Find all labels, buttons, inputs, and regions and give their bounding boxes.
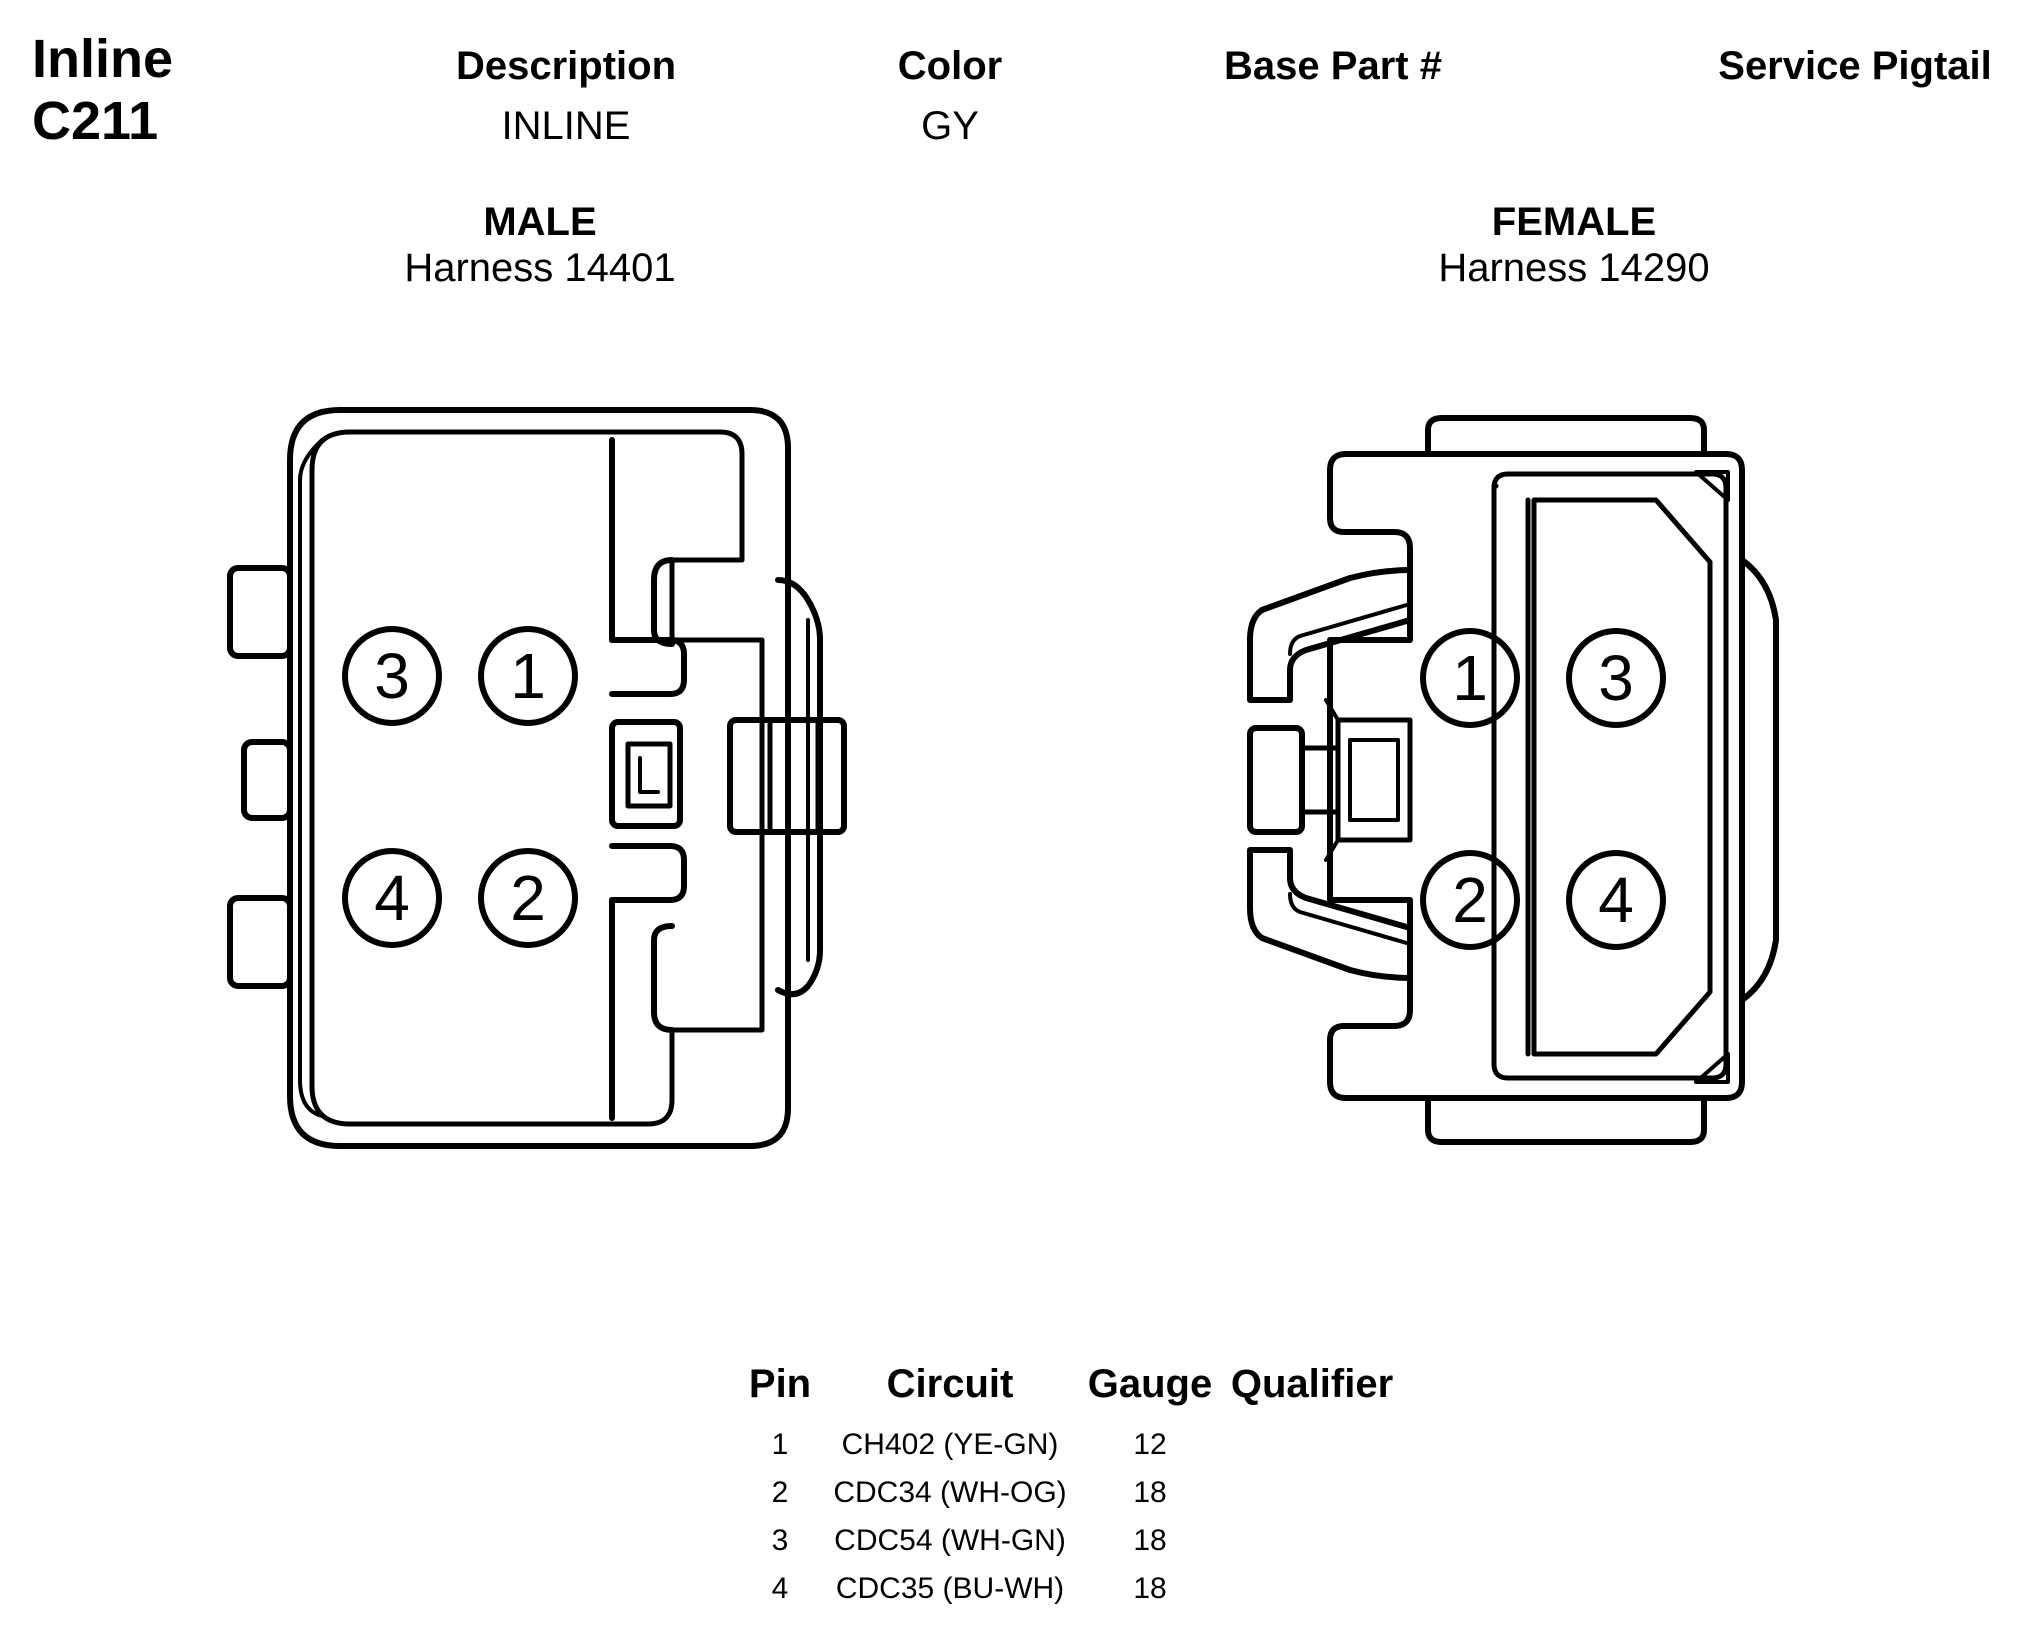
male-pin-label: 4	[374, 862, 410, 934]
female-top-cap	[1425, 415, 1707, 457]
male-harness: Harness 14401	[404, 246, 676, 290]
female-pin-label: 4	[1598, 864, 1634, 936]
female-lock-stub	[1247, 725, 1305, 835]
male-hook-upper	[651, 557, 675, 647]
male-label: MALE	[483, 200, 597, 244]
male-hook-lower	[651, 923, 675, 1033]
female-outer-body	[1327, 451, 1745, 1101]
male-pin-label: 2	[510, 862, 546, 934]
description-header: Description	[455, 44, 677, 88]
female-right-bulge	[1739, 557, 1779, 1003]
female-latch-arm-lower	[1247, 847, 1413, 981]
female-pin-label: 2	[1452, 864, 1488, 936]
color-header: Color	[897, 44, 1003, 88]
male-pin-label: 3	[374, 640, 410, 712]
female-harness: Harness 14290	[1438, 246, 1710, 290]
male-tab-top	[227, 565, 293, 659]
female-latch-arm-upper	[1247, 567, 1413, 703]
circuit-column-header: Circuit	[886, 1362, 1014, 1406]
description-value: INLINE	[501, 104, 631, 148]
female-label: FEMALE	[1491, 200, 1657, 244]
qualifier-column-header: Qualifier	[1230, 1362, 1394, 1406]
female-pin-chamber	[1531, 497, 1713, 1057]
male-right-rail	[775, 577, 823, 998]
pin-cell: 1	[771, 1428, 789, 1461]
female-bottom-cap	[1425, 1095, 1707, 1145]
male-tab-middle	[241, 739, 293, 821]
gauge-cell: 18	[1133, 1524, 1167, 1557]
circuit-cell: CDC34 (WH-OG)	[833, 1476, 1067, 1509]
male-tab-bottom	[227, 895, 293, 989]
female-inner-frame	[1491, 471, 1729, 1081]
pin-column-header: Pin	[748, 1362, 812, 1406]
female-pin-label: 3	[1598, 642, 1634, 714]
female-connector	[1247, 415, 1779, 1145]
male-outer-body	[287, 407, 791, 1149]
pin-cell: 4	[771, 1572, 789, 1605]
circuit-cell: CH402 (YE-GN)	[841, 1428, 1059, 1461]
female-pin-circle	[1420, 628, 1520, 728]
female-corner-top	[1694, 470, 1730, 502]
male-pin-cavities	[342, 626, 578, 948]
gauge-cell: 18	[1133, 1476, 1167, 1509]
base-part-header: Base Part #	[1224, 44, 1442, 88]
service-pigtail-header: Service Pigtail	[1718, 44, 1992, 88]
female-pin-label: 1	[1452, 642, 1488, 714]
female-pin-circle	[1566, 850, 1666, 950]
male-latch-notch-lower	[609, 843, 687, 903]
female-corner-bottom	[1694, 1052, 1730, 1084]
connector-id: C211	[32, 91, 159, 151]
male-pin-circle	[478, 626, 578, 726]
male-pin-circle	[342, 848, 442, 948]
female-pin-circle	[1420, 850, 1520, 950]
female-pin-cavities	[1420, 628, 1666, 950]
gauge-cell: 12	[1133, 1428, 1167, 1461]
pin-cell: 3	[771, 1524, 789, 1557]
male-pin-circle	[342, 626, 442, 726]
male-lock-window	[625, 741, 673, 809]
color-value: GY	[921, 104, 979, 148]
male-pin-label: 1	[510, 640, 546, 712]
circuit-cell: CDC54 (WH-GN)	[834, 1524, 1066, 1557]
male-connector	[227, 407, 847, 1149]
circuit-cell: CDC35 (BU-WH)	[835, 1572, 1065, 1605]
male-latch-notch-upper	[609, 637, 687, 697]
male-inner-cavity	[309, 429, 765, 1127]
female-lock-window	[1335, 717, 1413, 843]
connector-type: Inline	[32, 29, 174, 89]
male-pin-circle	[478, 848, 578, 948]
male-lock-tab	[727, 717, 847, 835]
pin-cell: 2	[771, 1476, 789, 1509]
gauge-column-header: Gauge	[1087, 1362, 1213, 1406]
gauge-cell: 18	[1133, 1572, 1167, 1605]
male-lock-block	[609, 719, 683, 829]
female-pin-circle	[1566, 628, 1666, 728]
